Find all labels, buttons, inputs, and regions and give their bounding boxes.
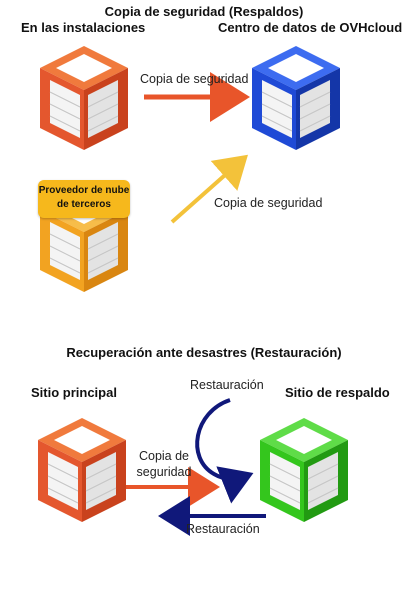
primary-site-cube	[38, 418, 126, 522]
dr-backup-arrow-label: Copia de seguridad	[136, 449, 192, 479]
backup-arrow1-label: Copia de seguridad	[140, 72, 249, 86]
backup-site-label: Sitio de respaldo	[285, 385, 390, 400]
backup-arrow2-label: Copia de seguridad	[214, 196, 323, 210]
backup-section-title: Copia de seguridad (Respaldos)	[104, 4, 304, 19]
ovhcloud-datacenter-cube	[252, 46, 340, 150]
restore-loop-label: Restauración	[190, 378, 264, 392]
onprem-server-cube	[39, 45, 128, 150]
onprem-label: En las instalaciones	[21, 20, 146, 35]
backup-arrow-thirdparty-to-ovh	[170, 154, 248, 224]
restore-loop-arrow	[195, 398, 254, 504]
ovhcloud-label: Centro de datos de OVHcloud	[218, 20, 403, 35]
third-party-badge: Proveedor de nube de terceros	[38, 180, 130, 218]
backup-site-cube	[260, 418, 348, 522]
primary-site-label: Sitio principal	[31, 385, 117, 400]
dr-section-title: Recuperación ante desastres (Restauració…	[66, 345, 342, 360]
restore-arrow-label: Restauración	[186, 522, 260, 536]
